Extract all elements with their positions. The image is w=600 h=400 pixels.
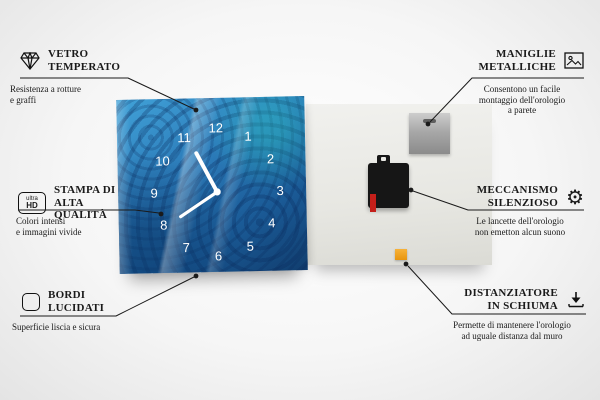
callout-vetro-temperato: VETRO TEMPERATO: [20, 48, 130, 73]
callout-title-bordi: BORDI LUCIDATI: [48, 289, 105, 314]
ultra-hd-icon: ultra HD: [18, 191, 46, 214]
hook-hole: [381, 157, 386, 161]
callout-desc-meccanismo: Le lancette dell'orologio non emetton al…: [474, 216, 566, 237]
hanger-slot: [423, 119, 436, 123]
rounded-corners-icon: [22, 292, 40, 311]
callout-desc-maniglie: Consentono un facile montaggio dell'orol…: [478, 84, 566, 115]
clock-hands: [179, 151, 221, 219]
foam-spacer: [395, 249, 407, 260]
callout-meccanismo: MECCANISMO SILENZIOSO ⚙: [466, 184, 584, 209]
arrow-down-to-line-icon: [566, 290, 586, 310]
clock-mechanism: [368, 155, 409, 212]
gear-icon: ⚙: [566, 184, 584, 209]
clock-back-panel: [306, 104, 492, 265]
callout-maniglie: MANIGLIE METALLICHE: [470, 48, 584, 73]
callout-desc-vetro: Resistenza a rotture e graffi: [10, 84, 81, 105]
clock-front-panel: 12 1 2 3 4 5 6 7 8 9 10 11: [116, 96, 308, 274]
callout-title-maniglie: MANIGLIE METALLICHE: [478, 48, 556, 73]
ultra-hd-icon-bottom: HD: [26, 200, 38, 210]
diamond-icon: [20, 51, 40, 70]
callout-title-meccanismo: MECCANISMO SILENZIOSO: [476, 184, 559, 209]
metal-hanger-plate: [409, 113, 450, 154]
callout-desc-bordi: Superficie liscia e sicura: [12, 322, 101, 332]
mechanism-red-strip: [370, 194, 376, 212]
callout-bordi: BORDI LUCIDATI: [22, 289, 122, 314]
mechanism-hook: [377, 155, 390, 165]
callout-title-vetro: VETRO TEMPERATO: [48, 48, 121, 73]
callout-desc-distanziatore: Permette di mantenere l'orologio ad ugua…: [453, 320, 571, 341]
picture-frame-icon: [564, 52, 584, 69]
callout-desc-stampa: Colori intensi e immagini vivide: [16, 216, 82, 237]
callout-distanziatore: DISTANZIATORE IN SCHIUMA: [448, 287, 586, 312]
callout-title-distanziatore: DISTANZIATORE IN SCHIUMA: [464, 287, 558, 312]
ultra-hd-icon-top: ultra: [26, 195, 38, 202]
